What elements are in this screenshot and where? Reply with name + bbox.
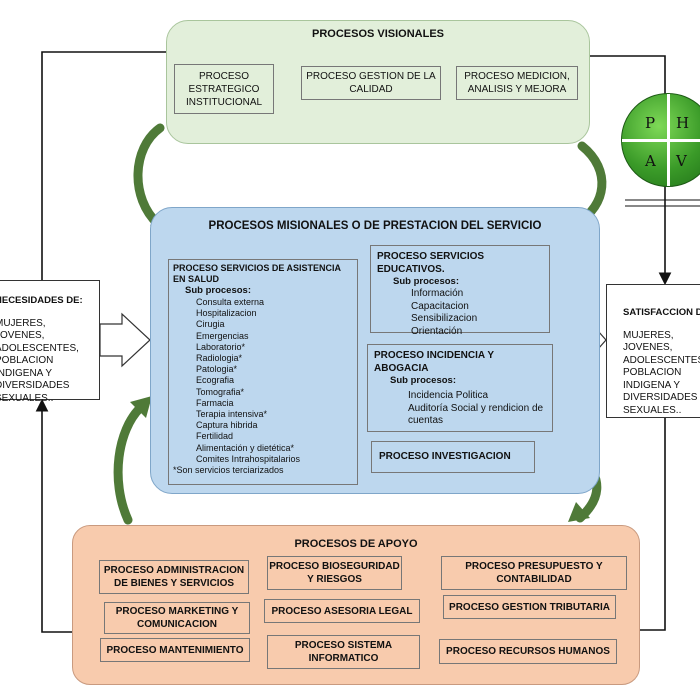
needs-title: NECESIDADES DE:	[0, 295, 83, 306]
top-left-connector-line	[41, 51, 166, 280]
needs-group-line: DIVERSIDADES	[0, 380, 70, 391]
health-subprocess-item: Comites Intrahospitalarios	[196, 453, 301, 464]
education-services-process-box: PROCESO SERVICIOS EDUCATIVOS. Sub proces…	[370, 245, 550, 337]
maintenance-process-box: PROCESO MANTENIMIENTO	[100, 638, 250, 662]
legal-advisory-process-box: PROCESO ASESORIA LEGAL	[264, 599, 420, 623]
research-process-box: PROCESO INVESTIGACION	[371, 441, 535, 473]
advocacy-subprocess-item: Incidencia Politica	[408, 390, 489, 401]
vision-panel-title: PROCESOS VISIONALES	[311, 28, 445, 40]
needs-group-line: MUJERES, JOVENES,	[0, 317, 46, 342]
top-right-connector-line	[590, 55, 666, 95]
needs-group-line: SEXUALES..	[0, 392, 54, 404]
health-services-subprocess-label: Sub procesos:	[185, 285, 251, 296]
health-subprocess-item: Patologia*	[196, 364, 238, 375]
tax-management-process-box: PROCESO GESTION TRIBUTARIA	[443, 595, 616, 619]
advocacy-subprocess-item: Auditoría Social y rendicion de cuentas	[408, 402, 544, 427]
marketing-process-box: PROCESO MARKETING Y COMUNICACION	[104, 602, 250, 634]
health-subprocess-item: Fertilidad	[196, 431, 234, 442]
quality-process-box: PROCESO GESTION DE LA CALIDAD	[301, 66, 441, 100]
satisfaction-group-line: POBLACION	[623, 367, 682, 378]
cycle-arrow-head-right-bottom	[568, 502, 590, 522]
satisfaction-group-line: ADOLESCENTES,	[623, 354, 700, 366]
satisfaction-box: SATISFACCION DE MUJERES,JOVENES,ADOLESCE…	[606, 284, 700, 418]
cycle-arrow-head-left-bottom	[130, 396, 152, 418]
human-resources-process-box: PROCESO RECURSOS HUMANOS	[439, 639, 617, 664]
needs-group-line: INDIGENA Y	[0, 367, 53, 379]
needs-to-mission-arrow	[99, 312, 151, 368]
needs-group-line: ADOLESCENTES,	[0, 342, 79, 354]
satisfaction-group-line: JOVENES,	[623, 342, 673, 353]
advocacy-subprocess-label: Sub procesos:	[390, 375, 456, 386]
satisfaction-group-line: SEXUALES..	[623, 404, 682, 416]
phva-cycle-circle: P H A V	[621, 93, 700, 187]
health-subprocess-item: Terapia intensiva*	[196, 409, 268, 420]
advocacy-process-box: PROCESO INCIDENCIA Y ABOGACIA Sub proces…	[367, 344, 553, 432]
right-feedback-line	[640, 418, 666, 631]
left-feedback-line	[35, 398, 72, 633]
education-subprocess-item: Orientación	[411, 325, 463, 337]
support-panel-title: PROCESOS DE APOYO	[294, 538, 418, 550]
health-services-process-box: PROCESO SERVICIOS DE ASISTENCIA EN SALUD…	[168, 259, 358, 485]
satisfaction-group-line: MUJERES,	[623, 329, 674, 341]
phva-vertical-divider	[667, 94, 670, 186]
education-subprocess-item: Información	[411, 288, 464, 299]
education-subprocess-item: Capacitacion	[411, 300, 469, 312]
mission-panel-title: PROCESOS MISIONALES O DE PRESTACION DEL …	[208, 220, 542, 232]
health-subprocess-item: Farmacia	[196, 397, 234, 408]
health-subprocess-item: Cirugia	[196, 319, 225, 330]
phva-a-label: A	[645, 152, 656, 170]
cycle-arrow-support-to-mission-left	[113, 403, 145, 525]
health-subprocess-item: Radiologia*	[196, 353, 243, 364]
measurement-process-box: PROCESO MEDICION, ANALISIS Y MEJORA	[456, 66, 578, 100]
health-services-title: PROCESO SERVICIOS DE ASISTENCIA EN SALUD	[173, 263, 341, 284]
education-subprocess-item: Sensibilizacion	[411, 313, 478, 325]
it-systems-process-box: PROCESO SISTEMA INFORMATICO	[267, 635, 420, 669]
health-services-footnote: *Son servicios terciarizados	[173, 465, 284, 476]
education-services-title: PROCESO SERVICIOS EDUCATIVOS.	[377, 251, 485, 275]
health-subprocess-item: Alimentación y dietética*	[196, 442, 295, 453]
advocacy-title: PROCESO INCIDENCIA Y ABOGACIA	[374, 350, 494, 374]
health-subprocess-item: Consulta externa	[196, 297, 265, 307]
satisfaction-title: SATISFACCION DE	[623, 307, 700, 318]
needs-group-line: POBLACION	[0, 355, 54, 366]
health-subprocess-item: Tomografia*	[196, 386, 245, 397]
budget-accounting-process-box: PROCESO PRESUPUESTO Y CONTABILIDAD	[441, 556, 627, 590]
health-subprocess-item: Laboratorio*	[196, 341, 246, 352]
assets-services-process-box: PROCESO ADMINISTRACION DE BIENES Y SERVI…	[99, 560, 249, 594]
cycle-arrow-vision-to-mission-left	[133, 123, 165, 229]
health-subprocess-item: Captura hibrida	[196, 420, 258, 431]
needs-box: NECESIDADES DE: MUJERES, JOVENES,ADOLESC…	[0, 280, 100, 404]
phva-horizontal-divider	[622, 139, 700, 142]
biosafety-process-box: PROCESO BIOSEGURIDAD Y RIESGOS	[267, 556, 402, 590]
health-subprocess-item: Hospitalizacion	[196, 308, 257, 319]
phva-v-label: V	[676, 152, 687, 170]
education-subprocess-label: Sub procesos:	[393, 276, 459, 287]
phva-h-label: H	[676, 114, 690, 132]
satisfaction-group-line: DIVERSIDADES	[623, 392, 698, 403]
strategic-process-box: PROCESO ESTRATEGICO INSTITUCIONAL	[174, 64, 274, 114]
phva-p-label: P	[645, 114, 656, 132]
needs-groups-list: MUJERES, JOVENES,ADOLESCENTES,POBLACIONI…	[0, 318, 95, 406]
health-subprocess-item: Ecografia	[196, 375, 235, 386]
health-subprocess-item: Emergencias	[196, 330, 249, 341]
satisfaction-group-line: INDIGENA Y	[623, 379, 681, 391]
